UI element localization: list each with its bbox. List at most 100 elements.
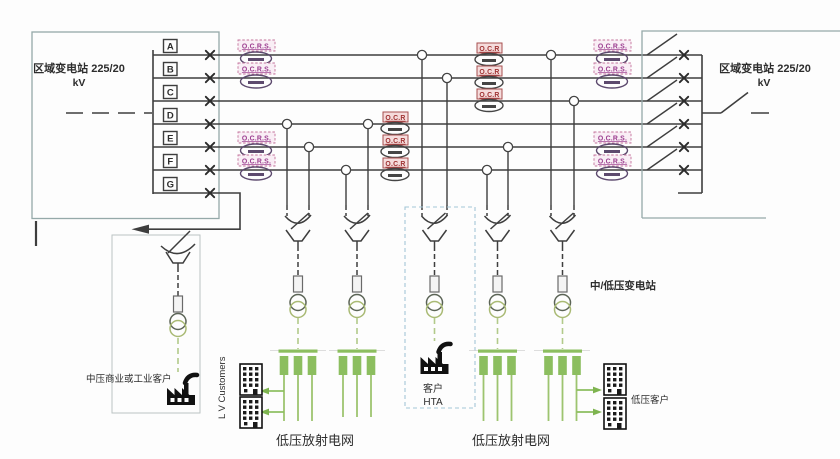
ocrs-relay-label: O.C.R.S.: [598, 158, 627, 165]
feeder-tag-D: D: [167, 111, 174, 122]
feeder-tag-box-E: [162, 130, 178, 146]
ocrs-relay: [237, 39, 276, 52]
building-icon: [239, 396, 263, 429]
feeder-tag-C: C: [167, 88, 174, 99]
arrow-right-icon: [593, 408, 602, 416]
arrow-left-icon: [260, 387, 269, 395]
feeder-tag-E: E: [167, 134, 173, 145]
tap-node: [362, 118, 374, 130]
lv-fuse-icon: [338, 356, 348, 375]
ocrs-relay-label: O.C.R.S.: [242, 158, 271, 165]
right-substation-unit: kV: [758, 77, 771, 89]
ocrs-relay-label: O.C.R.S.: [598, 43, 627, 50]
tap-node: [502, 141, 514, 153]
left-substation: 区域变电站 225/20 kV: [31, 31, 220, 246]
load-break-switch-icon: [548, 212, 577, 247]
feeder-tag-B: B: [167, 65, 174, 76]
transformer-icon: [169, 312, 187, 338]
lv-customers-en-label: L V Customers: [217, 356, 228, 419]
lv-busbar: [543, 349, 582, 353]
busbar-lines: [131, 54, 702, 234]
lv-fuse-icon: [572, 356, 581, 375]
lv-fuse-icon: [479, 356, 488, 375]
ocrs-relay: [593, 131, 632, 144]
fuse-icon: [172, 295, 184, 313]
lv-busbar: [278, 349, 318, 353]
lv-feeder-lines: [283, 375, 578, 421]
lv-fuse-icon: [493, 356, 502, 375]
protection-relays: O.C.R.S. O.C.R.S. O.C.R.S. O.C.R.S. O.C.…: [237, 39, 632, 182]
feeder-tag-box-D: [162, 107, 178, 123]
ocr-relay-label: O.C.R: [479, 46, 499, 53]
lv-radial-right-label: 低压放射电网: [472, 433, 550, 448]
lv-fuse-icon: [507, 356, 516, 375]
factory-icon: [421, 344, 451, 374]
left-substation-box: [31, 31, 220, 220]
tap-node: [303, 141, 315, 153]
building-icon: [239, 363, 263, 396]
hta-customer-box: [404, 206, 476, 409]
tap-node: [481, 164, 493, 176]
right-substation-box: [641, 30, 840, 219]
load-break-switch-icon: [343, 212, 371, 247]
hta-customer-label-2: HTA: [423, 397, 443, 408]
lv-networks: L V Customers 低压客户 低压放射电网 低压放射电网: [217, 349, 669, 448]
arrow-right-icon: [593, 386, 602, 394]
tap-node: [441, 72, 453, 84]
fuse-icon: [492, 275, 503, 293]
mv-customer-branch: 中压商业或工业客户: [86, 230, 201, 414]
ct-coil-icon: [595, 73, 629, 90]
tap-node: [340, 164, 352, 176]
lv-fuse-icon: [293, 356, 303, 375]
tap-node: [416, 49, 428, 61]
tap-node: [281, 118, 293, 130]
ct-coil-icon: [239, 165, 273, 182]
ocrs-relay: [593, 39, 632, 52]
lv-fuse-icon: [544, 356, 553, 375]
tap-node: [568, 95, 580, 107]
ocrs-relay: [237, 131, 276, 144]
lv-radial-left-label: 低压放射电网: [276, 433, 354, 448]
lv-customer-cn-label: 低压客户: [631, 394, 669, 406]
fuse-icon: [351, 275, 363, 293]
feeder-tag-box-A: [162, 38, 178, 54]
ocrs-relay: [237, 154, 276, 167]
mv-lv-station-label: 中/低压变电站: [590, 279, 656, 292]
load-break-switch-icon: [483, 212, 512, 247]
lv-busbar: [337, 349, 377, 353]
transformer-icon: [348, 293, 366, 319]
lv-fuse-icon: [307, 356, 317, 375]
transformer-icon: [488, 293, 507, 319]
ocr-relay-label: O.C.R: [479, 69, 499, 76]
right-substation: 区域变电站 225/20 kV: [641, 30, 840, 219]
right-substation-name: 区域变电站 225/20: [719, 61, 811, 75]
ocr-relay-label: O.C.R: [385, 138, 405, 145]
building-icon: [603, 397, 627, 430]
left-substation-name: 区域变电站 225/20: [33, 61, 125, 75]
ct-coil-icon: [239, 73, 273, 90]
ocrs-relay-label: O.C.R.S.: [598, 66, 627, 73]
building-icon: [603, 363, 627, 396]
feeder-tag-box-G: [162, 176, 178, 192]
fuse-icon: [292, 275, 304, 293]
transformer-icon: [425, 293, 444, 319]
transformer-icon: [553, 293, 572, 319]
lv-service-arrows: [260, 386, 602, 416]
load-break-switch-icon: [284, 212, 312, 247]
left-substation-unit: kV: [73, 77, 86, 89]
right-disconnectors: [646, 33, 678, 171]
mv-customer-box: [111, 234, 201, 414]
transformer-icon: [289, 293, 307, 319]
lv-fuse-icon: [279, 356, 289, 375]
ocrs-relay-label: O.C.R.S.: [242, 135, 271, 142]
feeder-tag-F: F: [167, 157, 173, 168]
feeder-taps: [281, 49, 580, 216]
ocrs-relay: [593, 154, 632, 167]
ocr-relay-label: O.C.R: [385, 161, 405, 168]
hta-customer-label-1: 客户: [423, 382, 443, 395]
flow-arrow-left-icon: [131, 224, 149, 234]
ocrs-relay-label: O.C.R.S.: [242, 66, 271, 73]
fuse-icon: [557, 275, 568, 293]
